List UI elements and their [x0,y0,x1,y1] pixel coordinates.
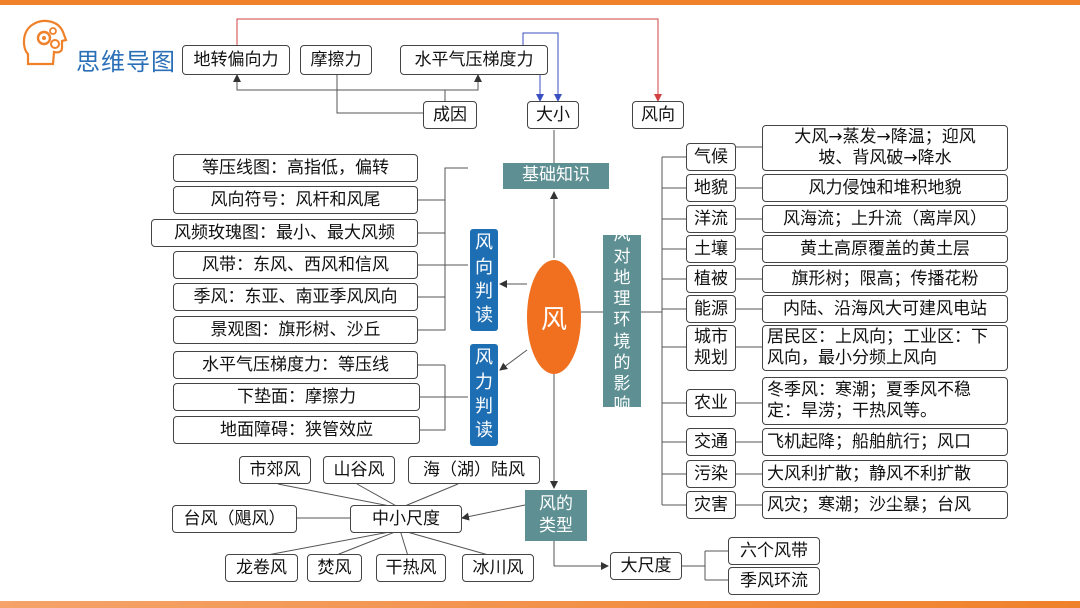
impact-text-current: 风海流；上升流（离岸风） [762,205,1008,233]
type-tornado: 龙卷风 [225,554,298,582]
force-item-surface: 下垫面：摩擦力 [173,383,420,411]
impact-label-pollution: 污染 [686,460,736,488]
wind-direction-node: 风向判读 [470,229,498,331]
head-gear-icon [22,19,68,66]
impact-text-urban: 居民区：上风向；工业区：下风向，最小分频上风向 [762,325,1008,371]
center-node: 风 [527,260,581,374]
impact-label-energy: 能源 [686,295,736,323]
impact-text-climate: 大风→蒸发→降温；迎风坡、背风破→降水 [762,125,1008,171]
force-item-obstacle: 地面障碍：狭管效应 [173,416,420,444]
impact-label-soil: 土壤 [686,235,736,263]
impact-text-agriculture: 冬季风：寒潮；夏季风不稳定：旱涝；干热风等。 [762,377,1008,425]
impact-text-landform: 风力侵蚀和堆积地貌 [762,174,1008,202]
direction-item-rose: 风频玫瑰图：最小、最大风频 [151,219,418,247]
impact-label-transport: 交通 [686,428,736,456]
small-scale-node: 中小尺度 [350,505,462,533]
aspect-magnitude: 大小 [527,101,579,129]
direction-item-monsoon: 季风：东亚、南亚季风风向 [173,283,418,311]
force-pressure-gradient: 水平气压梯度力 [400,45,548,75]
impact-label-current: 洋流 [686,205,736,233]
type-valley-wind: 山谷风 [323,456,395,484]
basic-knowledge-node: 基础知识 [503,163,609,189]
type-foehn: 焚风 [307,554,362,582]
large-scale-node: 大尺度 [610,552,682,580]
impact-text-transport: 飞机起降；船舶航行；风口 [762,428,1008,456]
force-item-gradient: 水平气压梯度力：等压线 [173,351,418,379]
bottom-accent-bar [0,601,1080,608]
type-suburban-wind: 市郊风 [239,456,311,484]
type-dry-hot-wind: 干热风 [376,554,446,582]
impact-label-disaster: 灾害 [686,491,736,519]
impact-label-climate: 气候 [686,143,736,171]
direction-item-belts: 风带：东风、西风和信风 [173,251,418,279]
aspect-cause: 成因 [423,101,477,129]
impact-text-soil: 黄土高原覆盖的黄土层 [762,235,1008,263]
wind-force-node: 风力判读 [470,344,498,446]
impact-text-vegetation: 旗形树；限高；传播花粉 [762,265,1008,293]
top-accent-bar [0,0,1080,5]
impact-text-disaster: 风灾；寒潮；沙尘暴；台风 [762,491,1008,519]
type-sea-land-breeze: 海（湖）陆风 [408,456,540,484]
page-title: 思维导图 [76,48,176,76]
type-glacier-wind: 冰川风 [462,554,534,582]
force-friction: 摩擦力 [300,45,372,75]
direction-item-symbol: 风向符号：风杆和风尾 [173,186,418,214]
impact-label-vegetation: 植被 [686,265,736,293]
wind-types-node: 风的类型 [525,490,587,541]
aspect-direction: 风向 [632,101,684,129]
impact-text-energy: 内陆、沿海风大可建风电站 [762,295,1008,323]
type-typhoon: 台风（飓风） [172,505,297,533]
impact-text-pollution: 大风利扩散；静风不利扩散 [762,460,1008,488]
impact-label-landform: 地貌 [686,174,736,202]
type-six-belts: 六个风带 [728,537,820,565]
impact-label-urban: 城市规划 [686,325,736,371]
direction-item-isobar: 等压线图：高指低，偏转 [173,154,418,182]
impact-label-agriculture: 农业 [686,389,736,417]
direction-item-landscape: 景观图：旗形树、沙丘 [173,316,418,344]
wind-impact-node: 风对地理环境的影响 [603,225,641,415]
force-coriolis: 地转偏向力 [182,45,290,75]
type-monsoon-circulation: 季风环流 [728,567,820,595]
